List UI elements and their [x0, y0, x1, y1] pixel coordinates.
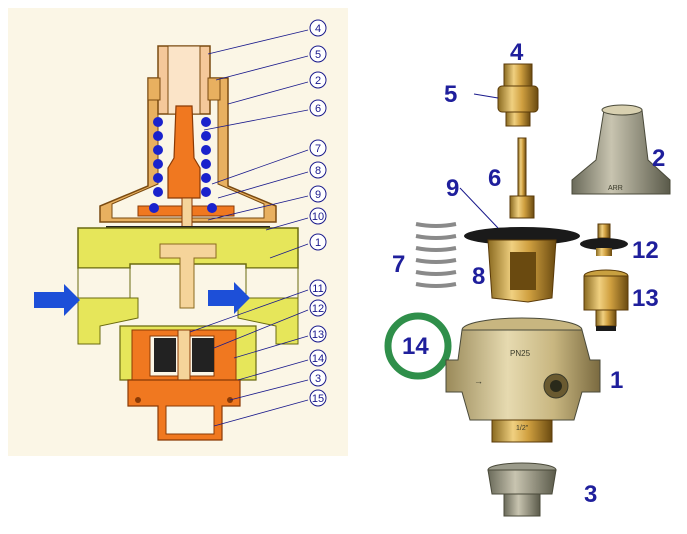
cross-section-panel: 4 5 2 6 7 8 9 10 1 11 12 13 14 3 15: [8, 8, 348, 456]
svg-text:→: →: [474, 376, 483, 386]
svg-text:ARR: ARR: [608, 185, 623, 192]
callout-8: 8: [309, 161, 327, 179]
part-spindle: [509, 137, 535, 219]
svg-text:11: 11: [312, 283, 323, 295]
label-8: 8: [472, 263, 485, 290]
cartridge: [131, 329, 237, 391]
bottom-cap: [127, 379, 241, 441]
svg-text:2: 2: [315, 75, 321, 87]
svg-text:1: 1: [315, 237, 321, 249]
spring-coils: [149, 117, 217, 213]
svg-text:13: 13: [312, 329, 324, 341]
label-7: 7: [392, 251, 405, 278]
svg-text:7: 7: [315, 143, 321, 155]
part-small-valve: [580, 223, 628, 256]
label-12: 12: [632, 237, 659, 264]
cross-section-svg: 4 5 2 6 7 8 9 10 1 11 12 13 14 3 15: [34, 19, 327, 441]
svg-text:14: 14: [312, 353, 324, 365]
exploded-svg: ARR: [384, 39, 671, 517]
callout-9: 9: [309, 185, 327, 203]
exploded-labels: 4 5 2 6 9 7 8 12 13 14 1 3: [392, 39, 665, 508]
callout-14: 14: [309, 349, 327, 367]
callout-6: 6: [309, 99, 327, 117]
part-bottom-cap: [487, 462, 557, 517]
adjusting-screw: [147, 45, 221, 115]
svg-text:6: 6: [315, 103, 321, 115]
label-13: 13: [632, 285, 659, 312]
label-14: 14: [402, 333, 429, 360]
part-screw: [497, 63, 539, 127]
callout-11: 11: [309, 279, 327, 297]
label-4: 4: [510, 39, 524, 66]
outlet-arrow: [208, 282, 250, 314]
label-1: 1: [610, 367, 623, 394]
label-6: 6: [488, 165, 501, 192]
exploded-panel: ARR: [360, 0, 687, 529]
part-piston: [487, 239, 557, 303]
callout-1: 1: [309, 233, 327, 251]
label-3: 3: [584, 481, 597, 508]
part-bonnet: ARR: [571, 104, 671, 195]
svg-text:8: 8: [315, 165, 321, 177]
leader-lines: [189, 29, 309, 427]
callout-15: 15: [309, 389, 327, 407]
svg-text:3: 3: [315, 373, 321, 385]
label-5: 5: [444, 81, 457, 108]
part-oring: [384, 312, 452, 380]
svg-text:12: 12: [312, 303, 324, 315]
callout-13: 13: [309, 325, 327, 343]
svg-text:5: 5: [315, 49, 321, 61]
svg-text:9: 9: [315, 189, 321, 201]
svg-text:15: 15: [312, 393, 324, 405]
spindle: [137, 105, 235, 239]
callout-7: 7: [309, 139, 327, 157]
part-spring: [415, 222, 457, 288]
callout-4: 4: [309, 19, 327, 37]
svg-text:4: 4: [315, 23, 321, 35]
callouts: 4 5 2 6 7 8 9 10 1 11 12 13 14 3 15: [309, 19, 327, 407]
callout-10: 10: [309, 207, 327, 225]
callout-2: 2: [309, 71, 327, 89]
svg-text:PN25: PN25: [510, 349, 531, 358]
part-valve-body: PN25 → 1/2": [445, 317, 601, 443]
svg-text:1/2": 1/2": [516, 425, 529, 432]
label-9: 9: [446, 175, 459, 202]
part-cartridge: [583, 269, 629, 331]
callout-12: 12: [309, 299, 327, 317]
label-2: 2: [652, 145, 665, 172]
callout-5: 5: [309, 45, 327, 63]
callout-3: 3: [309, 369, 327, 387]
inlet-arrow: [34, 284, 80, 316]
svg-text:10: 10: [312, 211, 324, 223]
